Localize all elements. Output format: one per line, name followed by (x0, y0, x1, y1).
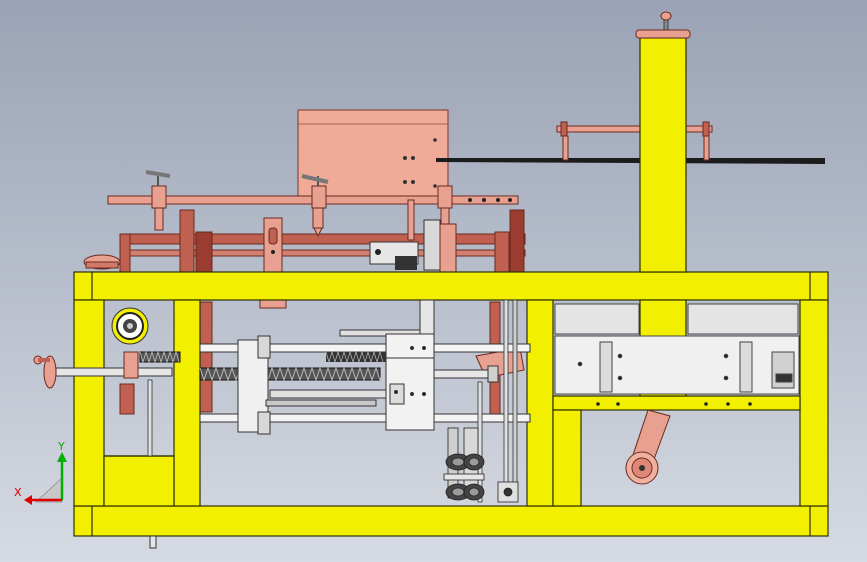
x-axis-label: X (14, 486, 22, 499)
triad-plane (34, 477, 63, 503)
side-handwheel (33, 355, 173, 389)
upper-left-handwheel (83, 254, 121, 270)
gear-mount (369, 219, 457, 273)
foot-pin (149, 535, 157, 549)
right-carriage (385, 299, 435, 431)
top-linkage-bar (556, 121, 713, 161)
piston-rod (433, 365, 499, 383)
right-guide-assembly (554, 303, 800, 395)
left-carriage (237, 335, 377, 435)
x-axis-arrowhead (24, 495, 32, 505)
shelf-holes (596, 402, 752, 406)
lever-rod (436, 158, 825, 164)
gear-disk (111, 307, 149, 345)
lower-handwheel (625, 451, 659, 485)
top-handwheel (635, 11, 691, 39)
y-axis-label: Y (57, 440, 65, 453)
main-yellow-frame (73, 271, 829, 537)
lower-valve-stack (443, 427, 519, 503)
y-axis-arrowhead (57, 452, 67, 462)
